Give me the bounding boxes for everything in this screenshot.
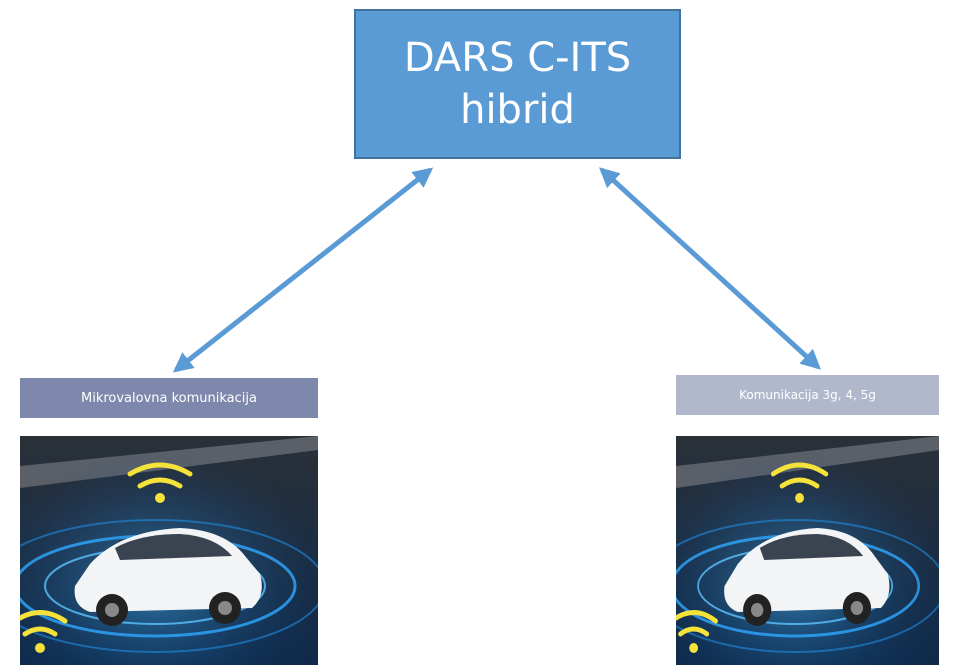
cellular-communication-label: Komunikacija 3g, 4, 5g (676, 375, 939, 415)
cellular-communication-text: Komunikacija 3g, 4, 5g (739, 388, 876, 402)
wifi-signal-icon (20, 610, 68, 653)
wifi-signal-icon (770, 462, 829, 503)
hub-box: DARS C-ITS hibrid (354, 9, 681, 159)
car-signal-image-left (20, 436, 318, 665)
microwave-communication-text: Mikrovalovna komunikacija (80, 390, 257, 406)
microwave-communication-label: Mikrovalovna komunikacija (20, 378, 318, 418)
wifi-signal-icon (127, 462, 193, 503)
hub-title-line2: hibrid (460, 87, 575, 133)
right-bidirectional-arrow (599, 167, 821, 370)
car-icon (74, 528, 262, 626)
wifi-signal-icon (676, 610, 718, 653)
car-signal-image-right (676, 436, 939, 665)
hub-title-line1: DARS C-ITS (403, 35, 632, 81)
left-bidirectional-arrow (172, 167, 434, 373)
car-icon (724, 528, 890, 626)
